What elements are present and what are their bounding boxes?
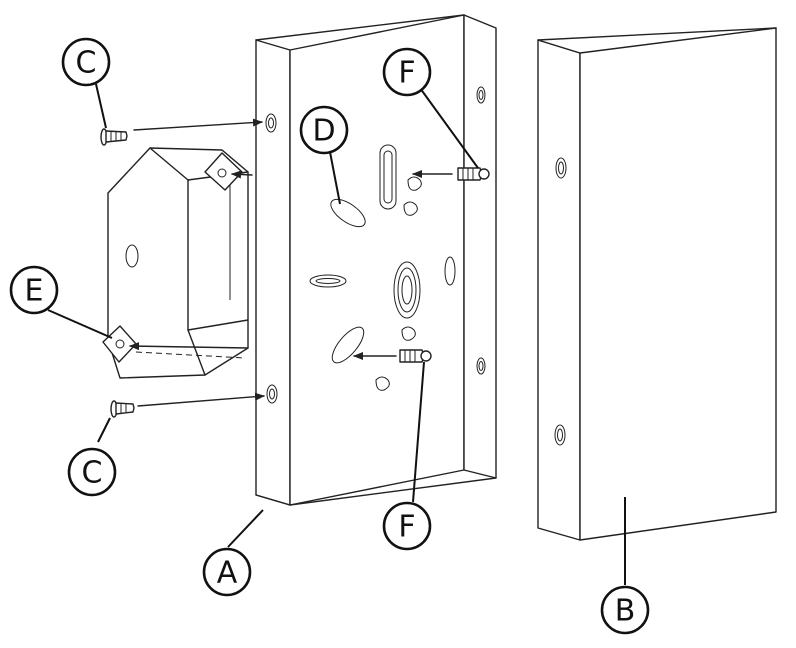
junction-box — [102, 147, 249, 379]
callout-c-top: C — [61, 37, 111, 87]
arrow-c-bottom — [137, 392, 265, 407]
callout-e-label: E — [25, 274, 44, 309]
screw-f-bottom — [399, 349, 432, 363]
screw-f-top — [457, 167, 490, 181]
callout-f-top: F — [382, 47, 432, 97]
callout-b-label: B — [615, 594, 636, 629]
arrow-box-bottom — [129, 342, 249, 351]
callout-b: B — [600, 585, 650, 635]
callout-f-top-label: F — [398, 56, 415, 91]
callout-c-bottom-label: C — [82, 456, 103, 491]
arrow-c-top — [133, 118, 263, 131]
callout-c-top-label: C — [76, 46, 97, 81]
callout-a: A — [202, 547, 252, 597]
callout-e: E — [9, 265, 59, 315]
screw-c-top — [100, 128, 128, 146]
arrow-box-top — [231, 170, 253, 179]
callout-f-bottom-label: F — [398, 510, 415, 545]
assembly-arrows — [129, 118, 453, 407]
callout-f-bottom: F — [382, 501, 432, 551]
leader-lines — [47, 83, 626, 585]
mounting-plate-a — [255, 14, 497, 506]
callout-a-label: A — [217, 556, 238, 591]
callout-d: D — [299, 105, 349, 155]
callout-c-bottom: C — [67, 447, 117, 497]
cover-panel-b — [537, 27, 777, 541]
screw-c-bottom — [110, 400, 135, 418]
callout-d-label: D — [312, 114, 335, 149]
